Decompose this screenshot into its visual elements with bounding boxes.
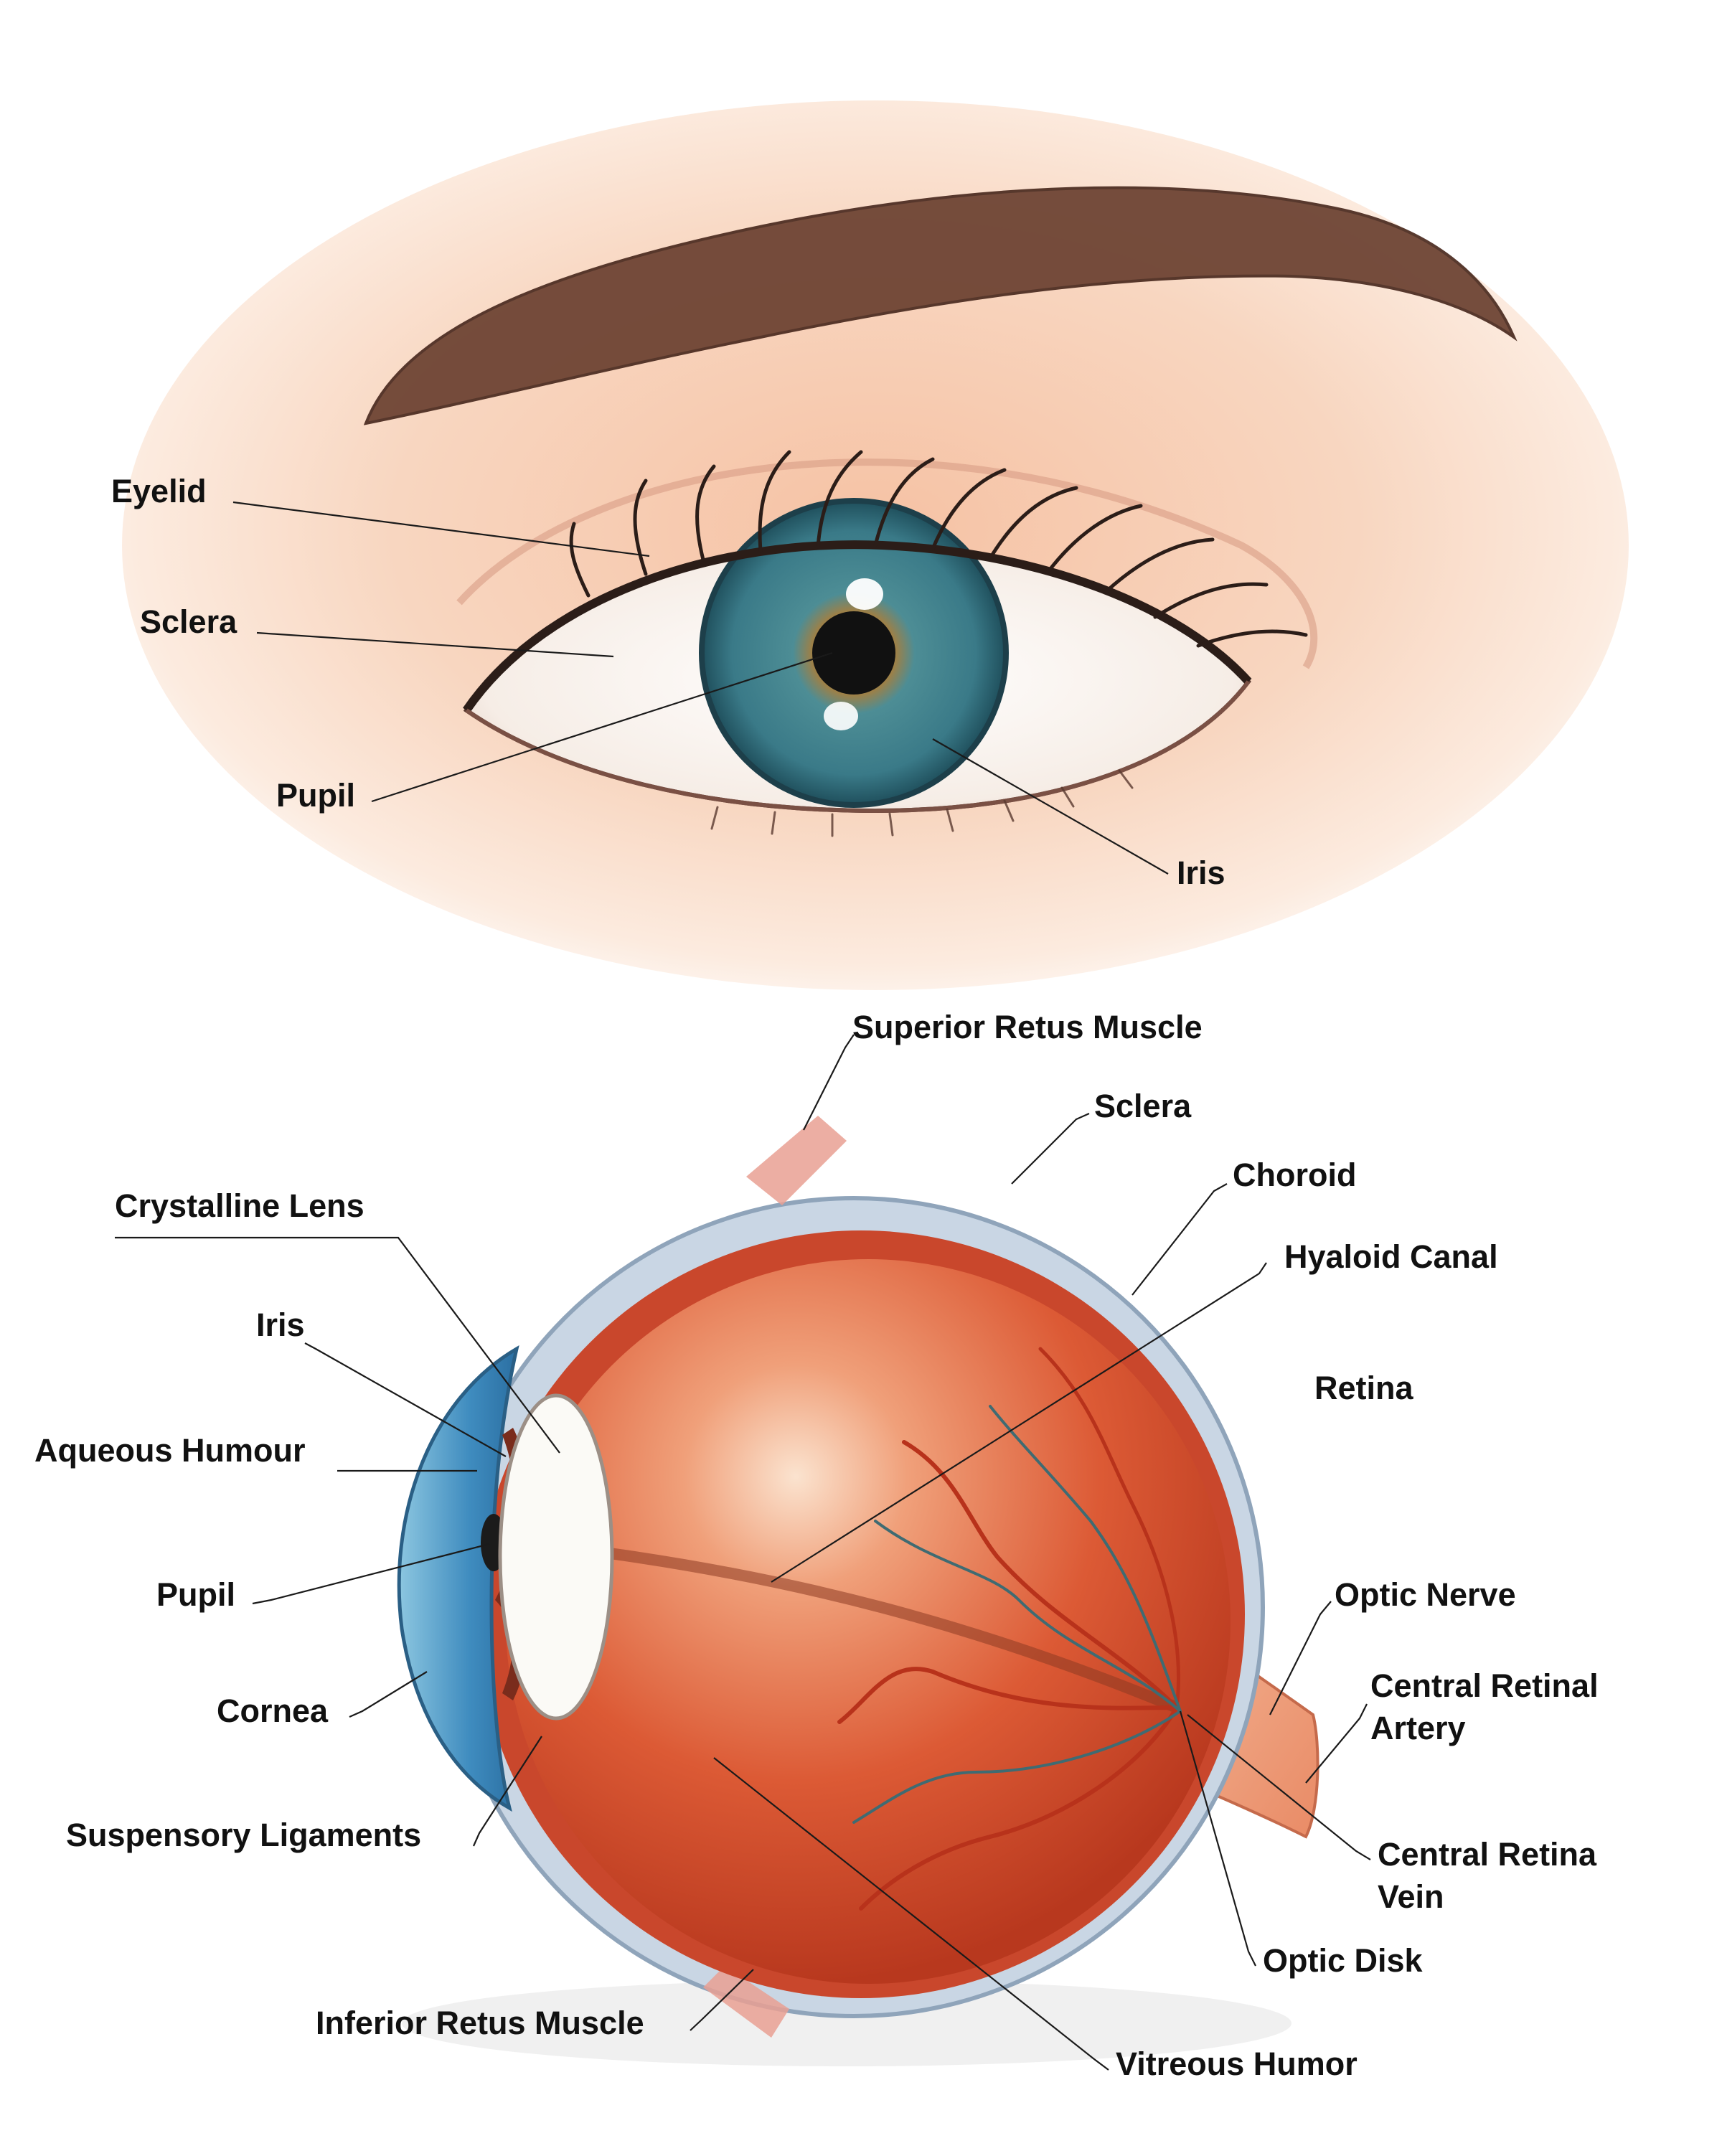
leader-sclera-cross <box>1012 1114 1089 1184</box>
label-iris-external: Iris <box>1177 855 1225 891</box>
highlight <box>824 702 858 730</box>
label-crystalline-lens: Crystalline Lens <box>115 1187 364 1224</box>
external-eye-illustration <box>122 100 1629 990</box>
label-central-retina-vein-2: Vein <box>1378 1878 1444 1915</box>
vitreous-body <box>506 1259 1231 1984</box>
leader-optic-nerve <box>1270 1601 1331 1715</box>
eyeball-cross-section <box>399 1116 1317 2066</box>
crystalline-lens-shape <box>500 1395 612 1718</box>
label-aqueous-humour: Aqueous Humour <box>34 1432 306 1469</box>
label-central-retinal-artery-1: Central Retinal <box>1370 1667 1599 1704</box>
superior-rectus-shape <box>746 1116 847 1205</box>
label-vitreous-humor: Vitreous Humor <box>1116 2046 1358 2082</box>
label-superior-rectus: Superior Retus Muscle <box>852 1009 1203 1045</box>
label-sclera-cross: Sclera <box>1094 1088 1192 1124</box>
label-iris-cross: Iris <box>256 1307 305 1343</box>
leader-choroid <box>1132 1184 1227 1295</box>
label-inferior-rectus: Inferior Retus Muscle <box>316 2005 644 2041</box>
label-sclera-external: Sclera <box>140 603 237 640</box>
label-pupil-cross: Pupil <box>156 1576 235 1613</box>
label-retina: Retina <box>1314 1370 1414 1406</box>
label-central-retinal-artery-2: Artery <box>1370 1710 1466 1746</box>
pupil-disc <box>812 611 895 695</box>
label-choroid: Choroid <box>1233 1157 1356 1193</box>
label-eyelid: Eyelid <box>111 473 207 509</box>
label-hyaloid-canal: Hyaloid Canal <box>1284 1238 1498 1275</box>
label-pupil-external: Pupil <box>276 777 355 814</box>
leader-superior-rectus <box>804 1035 854 1130</box>
label-cornea: Cornea <box>217 1693 329 1729</box>
leader-cornea <box>349 1672 427 1717</box>
label-suspensory-ligaments: Suspensory Ligaments <box>66 1817 421 1853</box>
highlight <box>846 578 883 610</box>
label-central-retina-vein-1: Central Retina <box>1378 1836 1597 1873</box>
label-optic-disk: Optic Disk <box>1263 1942 1424 1979</box>
label-optic-nerve: Optic Nerve <box>1335 1576 1516 1613</box>
